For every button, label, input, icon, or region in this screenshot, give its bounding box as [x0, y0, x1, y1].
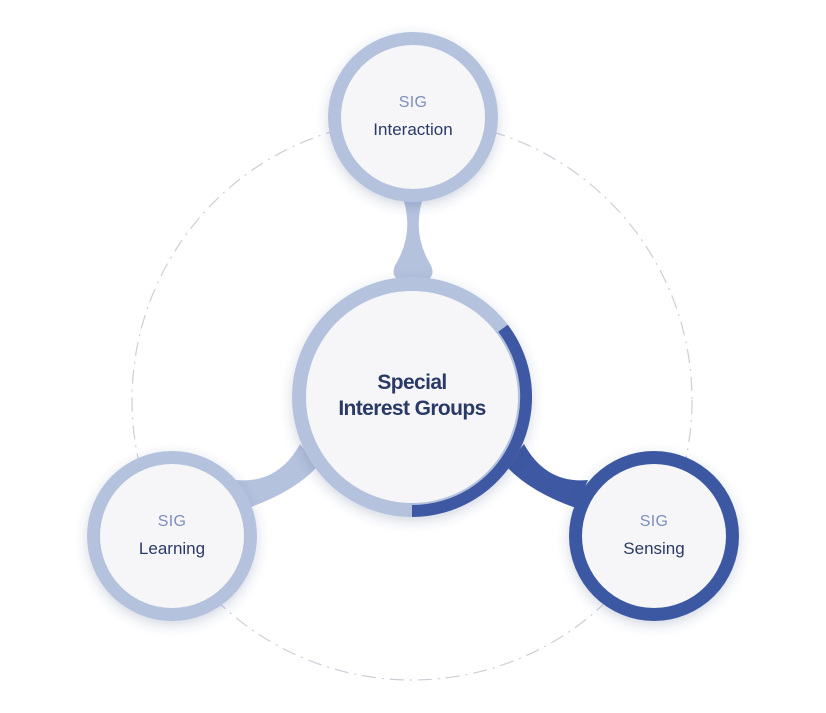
learning-label: SIG Learning — [139, 512, 205, 560]
learning-fill — [100, 464, 244, 608]
interaction-name: Interaction — [373, 120, 453, 139]
learning-prefix: SIG — [157, 513, 187, 530]
center-node — [292, 277, 533, 517]
connector-sensing — [506, 444, 588, 508]
sensing-name: Sensing — [623, 539, 685, 558]
center-title-line1: Special — [377, 371, 447, 394]
interaction-prefix: SIG — [398, 94, 428, 111]
connector-learning — [236, 444, 318, 508]
learning-node — [87, 451, 257, 621]
interaction-label: SIG Interaction — [373, 93, 452, 141]
center-fill — [306, 291, 518, 503]
sensing-node — [569, 451, 739, 621]
center-label: Special Interest Groups — [338, 370, 486, 422]
center-title-line2: Interest Groups — [338, 397, 486, 420]
center-ring-accent — [412, 324, 533, 517]
interaction-fill — [341, 45, 485, 189]
sensing-prefix: SIG — [639, 513, 669, 530]
learning-name: Learning — [138, 539, 206, 558]
connector-interaction — [393, 190, 433, 282]
sensing-fill — [582, 464, 726, 608]
sensing-label: SIG Sensing — [623, 512, 684, 560]
interaction-node — [328, 32, 498, 202]
